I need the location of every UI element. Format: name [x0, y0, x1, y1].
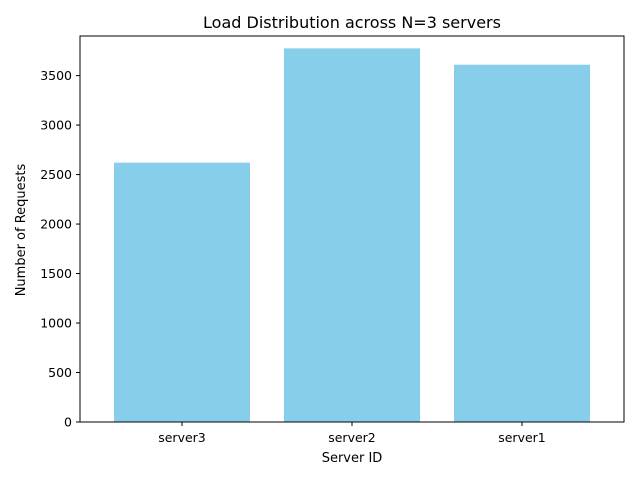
- y-tick-label-1000: 1000: [40, 316, 72, 331]
- y-tick-label-0: 0: [64, 415, 72, 430]
- x-tick-label-server3: server3: [158, 430, 206, 445]
- y-tick-label-3000: 3000: [40, 118, 72, 133]
- bar-server2: [284, 48, 420, 422]
- chart-title: Load Distribution across N=3 servers: [203, 13, 501, 32]
- y-tick-label-2500: 2500: [40, 167, 72, 182]
- x-tick-label-server1: server1: [498, 430, 546, 445]
- x-axis-label: Server ID: [322, 451, 383, 466]
- y-ticks-group: 0 500 1000 1500 2000 2500 3000 3500: [40, 68, 80, 430]
- bars-group: [114, 48, 590, 422]
- x-tick-label-server2: server2: [328, 430, 376, 445]
- bar-server1: [454, 64, 590, 422]
- y-tick-label-500: 500: [48, 365, 72, 380]
- y-tick-label-3500: 3500: [40, 68, 72, 83]
- bar-server3: [114, 162, 250, 422]
- y-tick-label-2000: 2000: [40, 217, 72, 232]
- x-ticks-group: server3 server2 server1: [158, 422, 546, 445]
- y-axis-label: Number of Requests: [14, 163, 29, 296]
- y-tick-label-1500: 1500: [40, 266, 72, 281]
